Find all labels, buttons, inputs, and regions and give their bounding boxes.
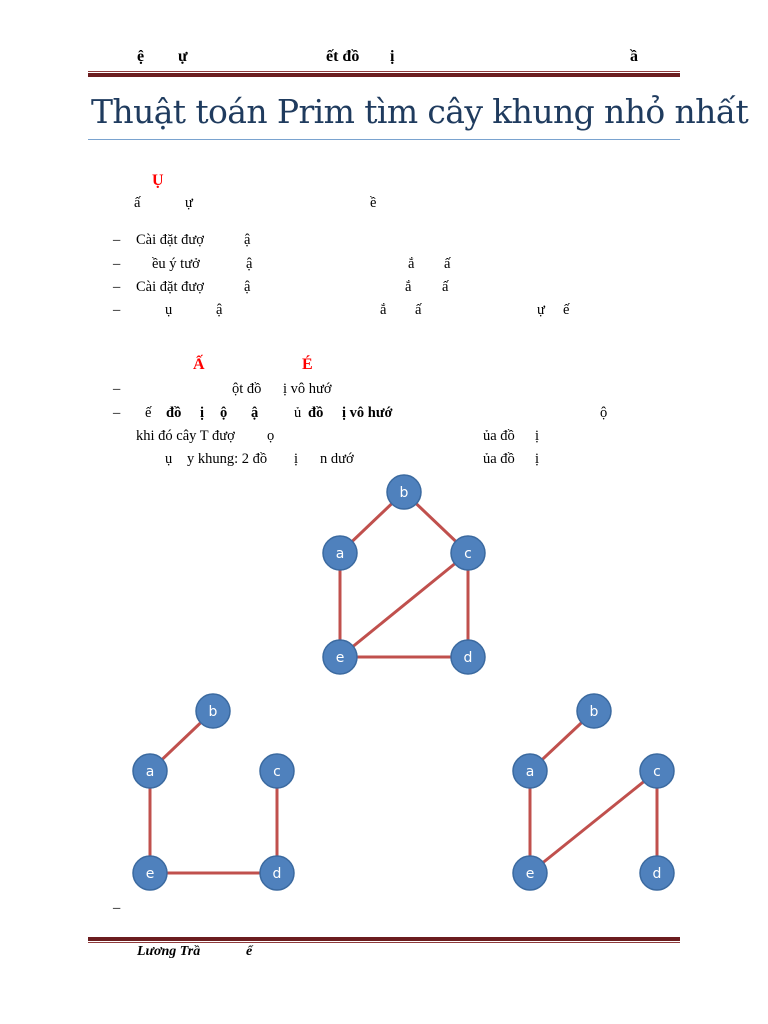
- graph-node-label: e: [526, 866, 535, 882]
- continuation-text: khi đó cây T đượ: [136, 428, 235, 444]
- graph-node-a: [322, 535, 358, 571]
- graph-node-e: [132, 855, 168, 891]
- graph-node-label: a: [146, 764, 155, 780]
- bullet-text: ấ: [442, 279, 449, 295]
- bullet-text: ế: [145, 405, 152, 421]
- graph-node-label: c: [653, 764, 661, 780]
- title-underline: [88, 139, 680, 140]
- bullet-text: ậ: [244, 232, 251, 248]
- header-rule-thick: [88, 73, 680, 77]
- header-fragment: ị: [390, 48, 395, 65]
- section-heading-part: Ấ: [193, 356, 205, 373]
- header-fragment: ự: [178, 48, 188, 65]
- bullet-text: ậ: [244, 279, 251, 295]
- bullet-text: ắ: [405, 279, 412, 295]
- bullet-text: ậ: [216, 302, 223, 318]
- graph-node-d: [450, 639, 486, 675]
- bullet-text: ấ: [444, 256, 451, 272]
- graph-edge-c-e: [529, 769, 658, 875]
- bullet-text: ủ: [294, 405, 302, 421]
- bullet-dash: –: [113, 405, 121, 421]
- continuation-text: ị: [535, 428, 540, 444]
- continuation-text: ọ: [267, 428, 275, 444]
- header-fragment: ệ: [137, 48, 145, 65]
- section-heading: Ụ: [152, 172, 164, 189]
- graph-node-label: c: [464, 546, 472, 562]
- bullet-dash: –: [113, 381, 121, 397]
- footer-rule-thick: [88, 937, 680, 941]
- graph-node-e: [512, 855, 548, 891]
- bullet-text: ều ý tưở: [152, 256, 200, 272]
- bullet-text-bold: ị: [200, 405, 205, 421]
- bullet-dash: –: [113, 256, 121, 272]
- graph-node-label: d: [464, 650, 473, 666]
- bullet-text: ụ: [165, 302, 173, 318]
- bullet-text: ộ: [600, 405, 608, 421]
- header-rule-thin: [88, 71, 680, 72]
- footer-author: Lương Trầ: [137, 944, 201, 959]
- bullet-text-bold: ị vô hướ: [342, 405, 393, 421]
- footer-fragment: ể: [246, 944, 253, 959]
- continuation-text: ị: [535, 451, 540, 467]
- bullet-dash: –: [113, 302, 121, 318]
- graph-node-b: [195, 693, 231, 729]
- continuation-text: ủa đồ: [483, 451, 515, 467]
- bullet-text: ế: [563, 302, 570, 318]
- graph-node-label: b: [209, 704, 218, 720]
- graph-node-label: e: [146, 866, 155, 882]
- bullet-text-bold: ộ: [220, 405, 228, 421]
- graph-tree2: b a c e d: [512, 693, 675, 891]
- intro-fragment: ấ: [134, 195, 141, 211]
- graph-node-e: [322, 639, 358, 675]
- bullet-text: ắ: [408, 256, 415, 272]
- graph-node-label: d: [273, 866, 282, 882]
- bullet-text: ắ: [380, 302, 387, 318]
- bullet-dash: –: [113, 232, 121, 248]
- graph-main: b a c e d: [322, 474, 486, 675]
- graph-node-d: [259, 855, 295, 891]
- graph-edge-c-e: [339, 551, 469, 659]
- bullet-text-bold: ậ: [251, 405, 259, 421]
- graph-node-d: [639, 855, 675, 891]
- bullet-text: ấ: [415, 302, 422, 318]
- bullet-text-bold: đồ: [308, 405, 324, 421]
- graph-node-label: b: [590, 704, 599, 720]
- graph-tree1: b a c e d: [132, 693, 295, 891]
- section-heading-part: É: [302, 356, 313, 373]
- intro-fragment: ề: [370, 195, 377, 211]
- graph-node-c: [259, 753, 295, 789]
- intro-fragment: ự: [185, 195, 193, 211]
- graph-node-label: a: [526, 764, 535, 780]
- graph-node-label: e: [336, 650, 345, 666]
- footer-rule-thin: [88, 942, 680, 943]
- page-title: Thuật toán Prim tìm cây khung nhỏ nhất: [91, 92, 749, 131]
- header-fragment: ết đồ: [326, 48, 360, 65]
- bullet-text: Cài đặt đượ: [136, 279, 204, 295]
- continuation-text: ụ: [165, 451, 173, 467]
- graph-node-label: a: [336, 546, 345, 562]
- graph-node-b: [386, 474, 422, 510]
- header-fragment: ầ: [630, 48, 638, 65]
- bullet-text: ậ: [246, 256, 253, 272]
- continuation-text: ị: [294, 451, 299, 467]
- bullet-text: ự: [537, 302, 545, 318]
- graph-node-label: d: [653, 866, 662, 882]
- bullet-text: ị vô hướ: [283, 381, 332, 397]
- bullet-text: Cài đặt đượ: [136, 232, 204, 248]
- bullet-text-bold: đồ: [166, 405, 182, 421]
- continuation-text: y khung: 2 đồ: [187, 451, 268, 467]
- continuation-text: ủa đồ: [483, 428, 515, 444]
- graph-node-label: c: [273, 764, 281, 780]
- graph-node-c: [450, 535, 486, 571]
- graph-node-c: [639, 753, 675, 789]
- graph-node-a: [512, 753, 548, 789]
- graph-node-label: b: [400, 485, 409, 501]
- bullet-dash: –: [113, 279, 121, 295]
- bullet-dash: –: [113, 900, 121, 916]
- bullet-text: ột đồ: [232, 381, 262, 397]
- graph-node-a: [132, 753, 168, 789]
- graph-node-b: [576, 693, 612, 729]
- continuation-text: n dướ: [320, 451, 354, 467]
